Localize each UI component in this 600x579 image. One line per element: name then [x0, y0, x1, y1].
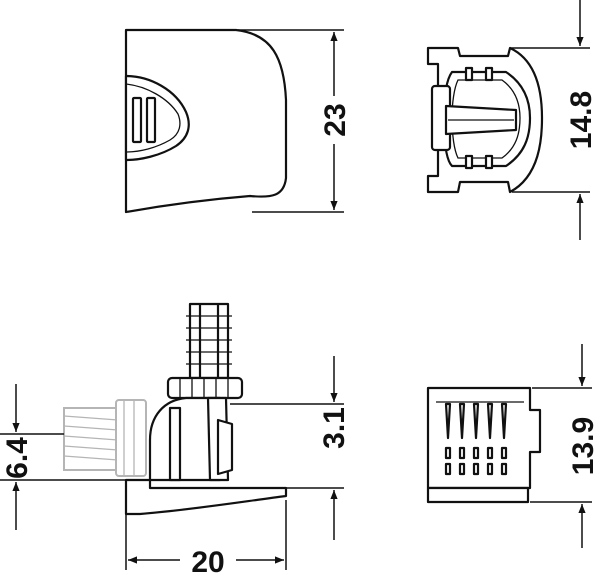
side-view-clip: 14.8: [426, 0, 598, 240]
side-view-bolt: 3.1 6.4 20: [0, 302, 351, 579]
front-view: 23: [124, 28, 352, 214]
dim-label-20: 20: [191, 546, 224, 579]
dim-label-14-8: 14.8: [565, 91, 598, 149]
dim-label-3-1: 3.1: [318, 407, 351, 449]
slots: [444, 446, 508, 476]
dim-label-23: 23: [319, 103, 352, 136]
teeth: [444, 402, 508, 440]
dim-label-13-9: 13.9: [567, 417, 600, 475]
front-view-clip: 13.9: [426, 344, 600, 548]
dim-label-6-4: 6.4: [1, 437, 34, 479]
ghost-bolt: [63, 399, 147, 477]
